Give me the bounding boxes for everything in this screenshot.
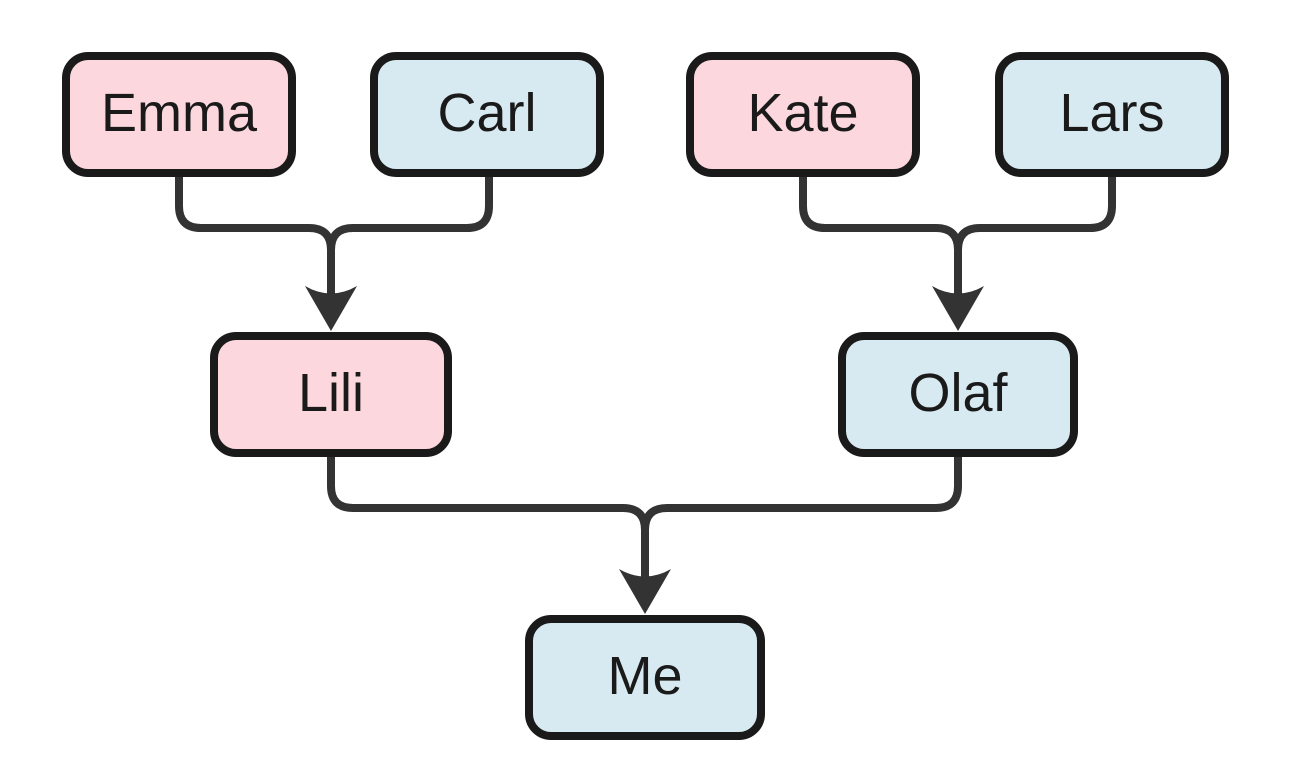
node-emma: Emma: [62, 52, 296, 177]
node-emma-label: Emma: [100, 82, 257, 143]
arrowhead-lili-icon: [305, 286, 357, 331]
edge-lars-olaf: [954, 177, 1116, 305]
arrowhead-olaf-icon: [932, 286, 984, 331]
edge-lili-me: [327, 457, 649, 588]
edge-kate-olaf: [799, 177, 962, 305]
edge-emma-lili: [175, 177, 335, 305]
node-lars: Lars: [995, 52, 1229, 177]
edge-carl-lili: [327, 177, 493, 305]
arrowhead-me-icon: [619, 569, 671, 614]
node-kate: Kate: [686, 52, 920, 177]
node-carl: Carl: [370, 52, 604, 177]
node-lili: Lili: [210, 332, 452, 457]
node-olaf-label: Olaf: [908, 362, 1008, 423]
node-kate-label: Kate: [747, 82, 859, 143]
node-olaf: Olaf: [838, 332, 1078, 457]
node-me-label: Me: [607, 645, 683, 706]
node-lili-label: Lili: [297, 362, 365, 423]
node-lars-label: Lars: [1059, 82, 1165, 143]
node-carl-label: Carl: [437, 82, 537, 143]
node-me: Me: [525, 615, 765, 740]
edge-olaf-me: [641, 457, 962, 588]
